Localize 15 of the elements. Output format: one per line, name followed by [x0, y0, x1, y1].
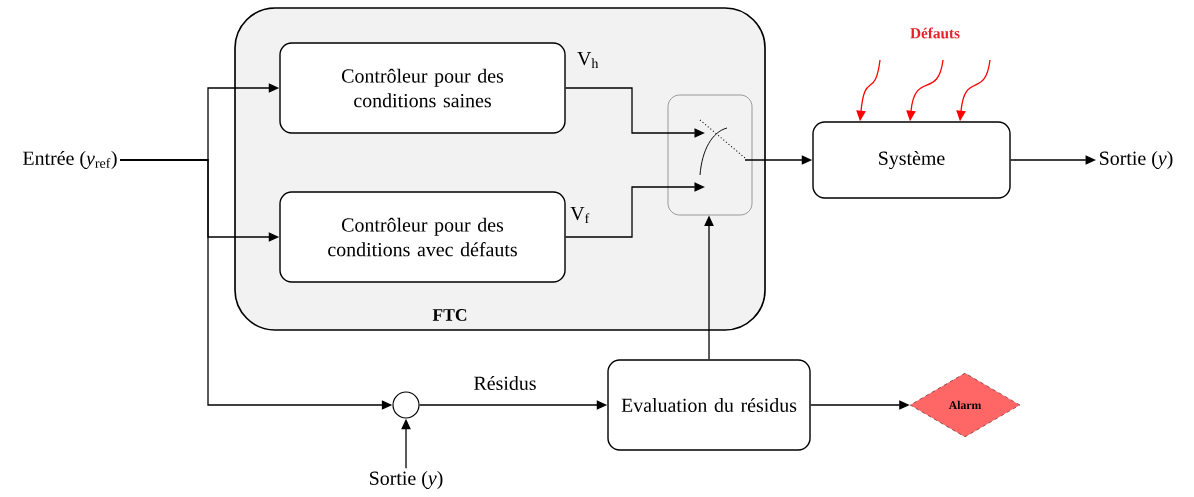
fault-label: Défauts — [910, 27, 960, 39]
edge-label: Résidus — [474, 376, 536, 391]
arrow — [565, 87, 705, 138]
edge-label: V$_{h}$ — [577, 51, 599, 69]
signal-label: Sortie (y) — [370, 470, 443, 490]
switch-box — [667, 94, 753, 216]
signal-label: Entrée (y$_{ref}$) — [23, 150, 117, 170]
summing-junction — [392, 391, 420, 419]
process-box: Système — [812, 121, 1011, 199]
signal-label: Sortie (y) — [1100, 150, 1173, 170]
process-box: Evaluation du résidus — [607, 359, 811, 451]
edge-label: V$_{f}$ — [570, 206, 590, 224]
arrow — [565, 182, 705, 238]
process-box: Contrôleur pour des conditions saines — [279, 42, 566, 134]
process-box: Contrôleur pour des conditions avec défauts — [279, 191, 566, 283]
